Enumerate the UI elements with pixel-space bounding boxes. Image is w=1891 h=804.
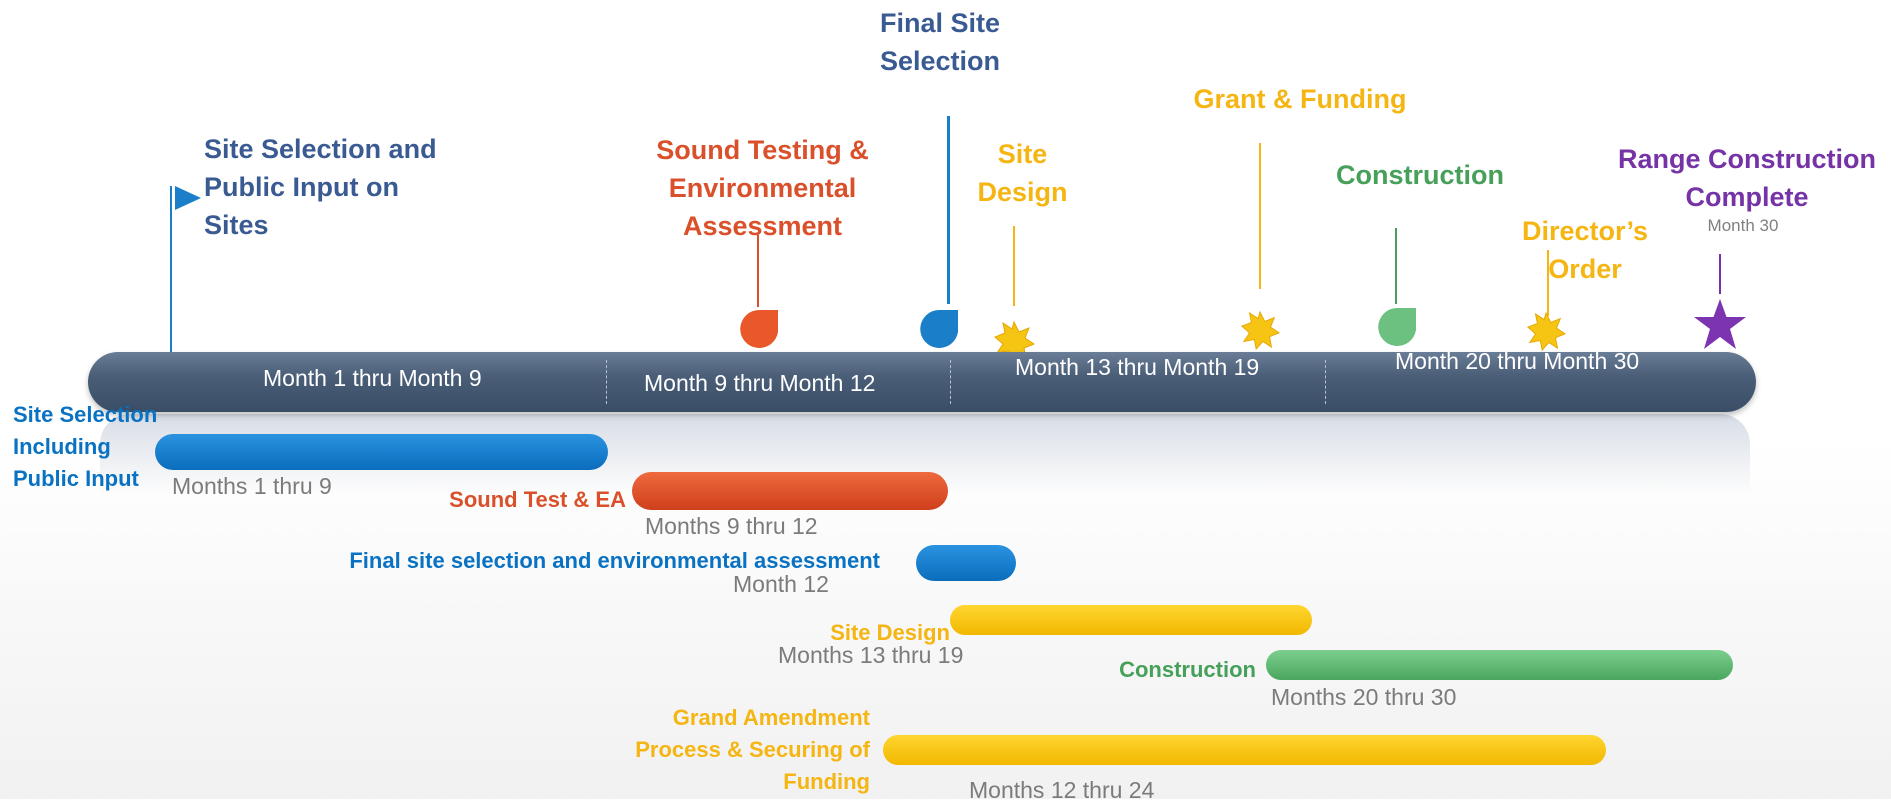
task-site-selection-bar (155, 434, 608, 470)
task-sound-test-bar (632, 472, 948, 510)
task-grant-duration: Months 12 thru 24 (969, 777, 1155, 803)
axis-segment-label: Month 13 thru Month 19 (1015, 354, 1260, 380)
range-complete-star-icon (1694, 299, 1746, 349)
construction-drop-icon (1378, 308, 1416, 346)
task-site-selection-label: Site Selection Including Public Input (13, 402, 158, 491)
segment-divider (1325, 360, 1326, 404)
task-construction-duration: Months 20 thru 30 (1271, 684, 1457, 710)
task-construction-bar (1266, 650, 1733, 680)
milestone-construction-title: Construction (1336, 160, 1504, 190)
directors-order-burst-icon (1527, 311, 1566, 351)
milestone-range-complete-title: Range Construction Complete (1617, 144, 1876, 212)
sound-testing-drop-icon (740, 310, 778, 348)
segment-divider (950, 360, 951, 404)
task-construction-label: Construction (1119, 657, 1256, 682)
milestone-grant-funding-title: Grant & Funding (1193, 84, 1407, 114)
axis-segment-label: Month 1 thru Month 9 (263, 365, 482, 391)
task-grant-bar (883, 735, 1606, 765)
task-site-design-duration: Months 13 thru 19 (778, 642, 964, 668)
segment-divider (606, 360, 607, 404)
site-design-connector (1013, 226, 1015, 306)
directors-order-connector (1547, 250, 1549, 316)
task-site-design-label: Site Design (830, 620, 950, 645)
final-site-connector (947, 116, 950, 304)
grant-funding-connector (1259, 143, 1261, 289)
milestone-range-complete-month: Month 30 (1707, 216, 1779, 235)
task-site-selection-duration: Months 1 thru 9 (172, 473, 332, 499)
final-site-drop-icon (920, 310, 958, 348)
sound-testing-connector (757, 235, 759, 307)
construction-connector (1395, 228, 1397, 304)
task-final-selection-duration: Month 12 (733, 571, 829, 597)
milestone-sound-testing-title: Sound Testing & Environmental Assessment (656, 135, 869, 241)
milestone-final-site-title: Final Site Selection (879, 8, 1001, 76)
grant-funding-burst-icon (1241, 310, 1280, 350)
milestone-directors-order-title: Director’s Order (1521, 216, 1649, 284)
milestone-site-design-title: Site Design (977, 139, 1068, 207)
task-grant-label: Grand Amendment Process & Securing of Fu… (635, 705, 870, 794)
task-site-design-bar (950, 605, 1312, 635)
milestone-site-selection-title: Site Selection and Public Input on Sites (204, 134, 437, 240)
range-complete-connector (1719, 254, 1721, 294)
task-final-selection-bar (916, 545, 1016, 581)
task-sound-test-duration: Months 9 thru 12 (645, 513, 818, 539)
task-sound-test-label: Sound Test & EA (449, 487, 626, 512)
timeline-axis (88, 352, 1756, 412)
task-final-selection-label: Final site selection and environmental a… (349, 548, 880, 573)
site-selection-connector (170, 186, 172, 354)
flag-icon (175, 186, 201, 210)
axis-segment-label: Month 9 thru Month 12 (644, 370, 876, 396)
axis-segment-label: Month 20 thru Month 30 (1395, 348, 1640, 374)
